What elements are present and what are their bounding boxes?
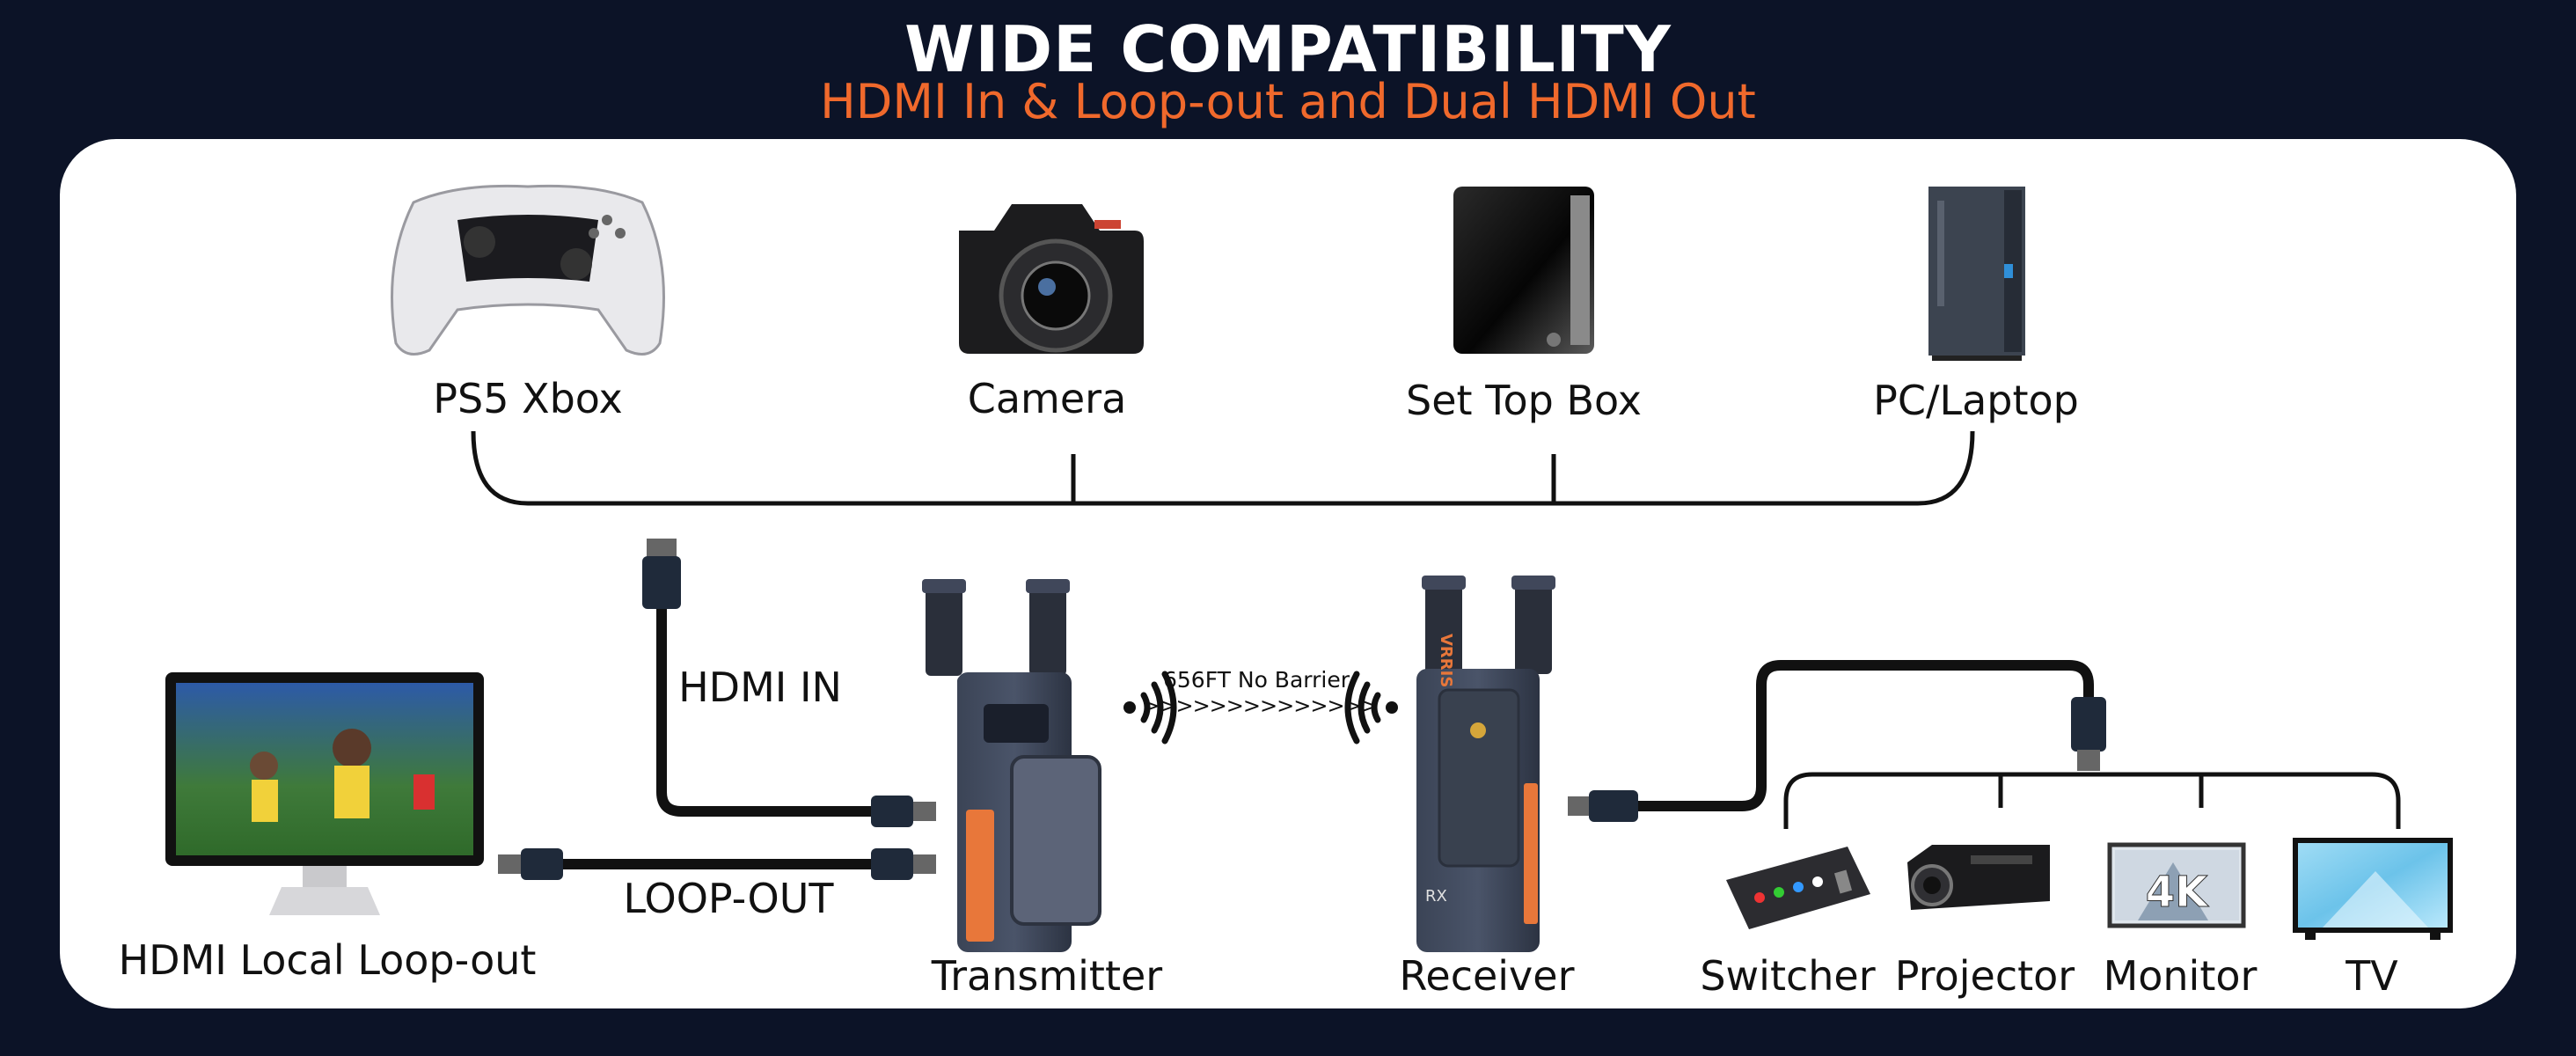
output-label-switcher: Switcher [1700, 952, 1876, 1000]
receiver-device [1416, 576, 1555, 952]
output-label-tv: TV [2345, 952, 2398, 1000]
source-label-ps5-xbox: PS5 Xbox [433, 375, 623, 422]
receiver-output-cable [1568, 660, 2106, 822]
monitor-screen-text: 4K [2146, 868, 2209, 917]
page-subtitle: HDMI In & Loop-out and Dual HDMI Out [820, 74, 1756, 129]
receiver-label: Receiver [1399, 952, 1575, 1000]
loop-out-label: LOOP-OUT [623, 875, 834, 922]
local-monitor-icon [165, 672, 484, 915]
output-bracket [1783, 772, 2401, 829]
receiver-badge: RX [1425, 887, 1447, 906]
output-label-projector: Projector [1894, 952, 2075, 1000]
tv-icon [2293, 838, 2453, 940]
set-top-box-icon [1453, 187, 1594, 354]
page-title: WIDE COMPATIBILITY [904, 12, 1672, 86]
hdmi-in-label: HDMI IN [678, 664, 842, 711]
range-label: 656FT No Barrier [1162, 667, 1350, 693]
loop-out-cable [498, 848, 936, 880]
source-label-camera: Camera [967, 375, 1127, 422]
camera-icon [959, 204, 1144, 354]
source-label-pc-laptop: PC/Laptop [1873, 377, 2079, 424]
transmitter-label: Transmitter [931, 952, 1163, 1000]
projector-icon [1907, 845, 2050, 910]
hdmi-in-cable [642, 539, 936, 827]
transmitter-device [922, 579, 1101, 952]
local-loop-label: HDMI Local Loop-out [118, 936, 537, 984]
video-switcher-icon [1726, 847, 1870, 929]
monitor-4k-icon: 4K [2107, 842, 2246, 928]
range-arrows: >>>>>>>>>>>>>> [1142, 693, 1379, 718]
source-bracket [471, 430, 1975, 506]
wireless-link [1123, 671, 1398, 744]
receiver-brand-text: VRRIS [1437, 634, 1455, 688]
game-controller-icon [391, 184, 665, 356]
source-label-set-top-box: Set Top Box [1406, 377, 1642, 424]
output-label-monitor: Monitor [2103, 952, 2258, 1000]
pc-tower-icon [1928, 187, 2025, 361]
